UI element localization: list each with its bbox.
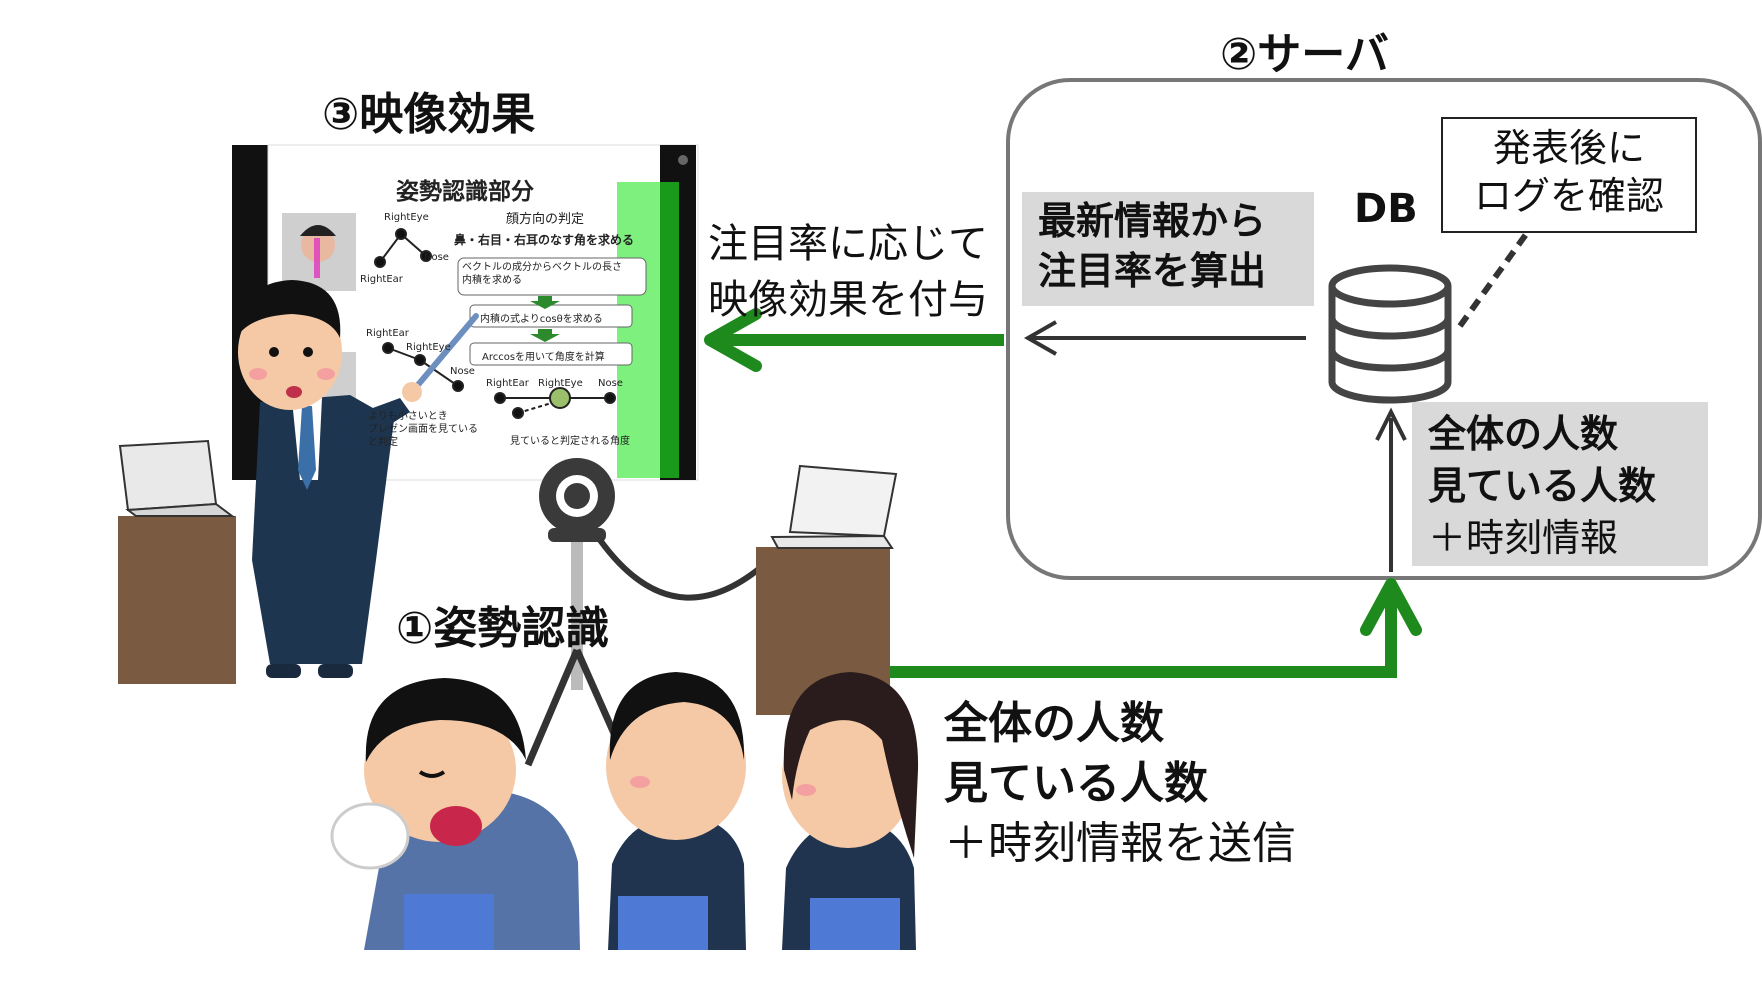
keypoint-diagram-3 <box>494 387 616 419</box>
db-input-box: 全体の人数 見ている人数 ＋時刻情報 <box>1412 402 1708 566</box>
slide-title: 姿勢認識部分 <box>396 179 534 205</box>
log-box-frame <box>1441 117 1697 233</box>
kp-right-ear: RightEar <box>360 274 403 285</box>
db-input-line-1: 全体の人数 <box>1428 412 1619 456</box>
server-title: ②サーバ <box>1220 29 1389 80</box>
keypoint-diagram-2 <box>382 342 464 392</box>
kp2-right-ear: RightEar <box>366 328 409 339</box>
slide-subtitle: 鼻・右目・右耳のなす角を求める <box>454 233 635 247</box>
pose-title: ①姿勢認識 <box>396 603 610 654</box>
db-label: DB <box>1354 186 1418 232</box>
kp3-right-eye: RightEye <box>538 378 583 389</box>
slide-step-3: Arccosを用いて角度を計算 <box>482 352 605 363</box>
attention-box: 最新情報から 注目率を算出 <box>1022 192 1314 306</box>
slide-step-2: 内積の式よりcosθを求める <box>480 314 603 325</box>
attention-bar-fill <box>660 182 679 478</box>
effect-caption: 注目率に応じて 映像効果を付与 <box>708 221 988 323</box>
camera-illustration <box>524 458 783 767</box>
db-input-line-2: 見ている人数 <box>1428 464 1657 508</box>
presenter-illustration <box>118 280 479 684</box>
db-input-line-3: ＋時刻情報 <box>1428 516 1619 560</box>
database-icon <box>1328 264 1452 404</box>
arrow-to-server <box>890 588 1397 678</box>
slide-note: よりも小さいとき プレゼン画面を見ている と判定 <box>368 411 478 448</box>
kp2-right-eye: RightEye <box>406 342 451 353</box>
log-box: 発表後に ログを確認 <box>1473 126 1664 218</box>
send-line-2: 見ている人数 <box>944 758 1208 809</box>
slide-footer: 見ていると判定される角度 <box>510 436 630 447</box>
kp-right-eye: RightEye <box>384 212 429 223</box>
server-arrows <box>1023 224 1535 572</box>
send-caption: 全体の人数 見ている人数 ＋時刻情報を送信 <box>944 694 1296 874</box>
audience-illustration <box>330 672 919 950</box>
kp3-nose: Nose <box>598 378 623 389</box>
kp-nose: Nose <box>424 252 449 263</box>
send-line-3: ＋時刻情報を送信 <box>944 818 1296 869</box>
send-line-1: 全体の人数 <box>944 698 1164 749</box>
kp2-nose: Nose <box>450 366 475 377</box>
slide-step-1: ベクトルの成分からベクトルの長さ 内積を求める <box>462 262 622 286</box>
kp3-right-ear: RightEar <box>486 378 529 389</box>
slide-section: 顔方向の判定 <box>506 212 585 227</box>
effect-title: ③映像効果 <box>322 89 536 140</box>
left-desk <box>118 516 236 684</box>
presentation-screen <box>232 144 699 481</box>
keypoint-diagram-1 <box>374 228 432 268</box>
green-arrows <box>704 308 1422 678</box>
log-dashed-line <box>1457 224 1535 328</box>
